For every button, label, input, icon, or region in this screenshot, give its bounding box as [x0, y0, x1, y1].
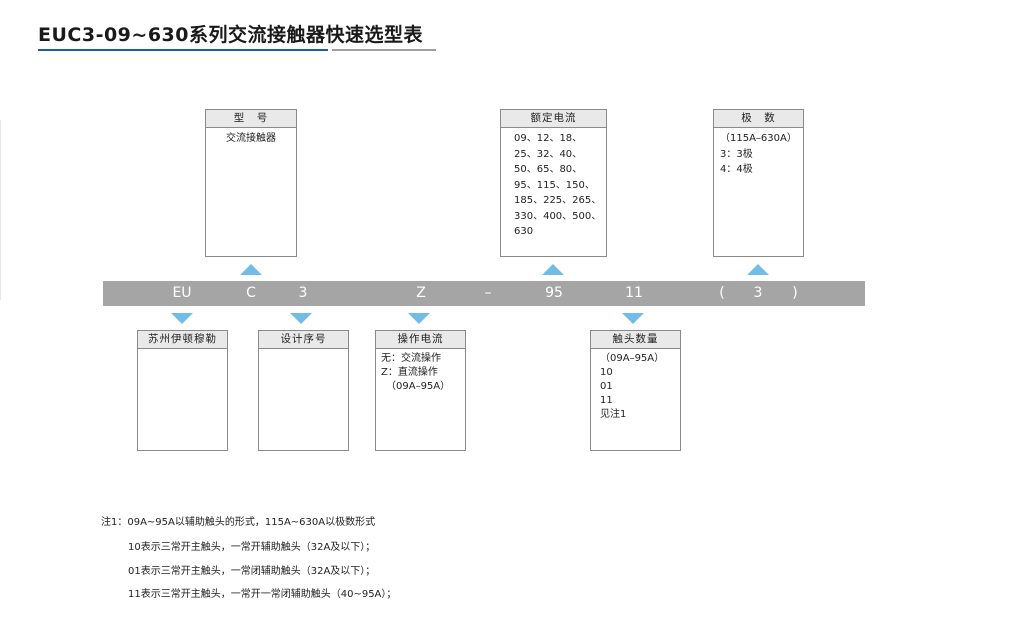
- poles-line: 4：4极: [720, 164, 753, 175]
- code-segment-paren-open: (: [719, 285, 725, 301]
- code-segment-dash: –: [484, 285, 492, 301]
- operation-current-box-header: 操作电流: [376, 331, 465, 349]
- page-title: EUC3-09~630系列交流接触器快速选型表: [38, 24, 423, 46]
- code-segment-current: 95: [545, 285, 563, 301]
- design-no-box: 设计序号: [258, 330, 349, 451]
- brand-box: 苏州伊顿穆勒: [137, 330, 228, 451]
- arrow-down-icon: [408, 313, 430, 324]
- rated-current-box-body: 09、12、18、 25、32、40、 50、65、80、 95、115、150…: [501, 128, 606, 243]
- brand-box-header: 苏州伊顿穆勒: [138, 331, 227, 349]
- contact-count-line: 01: [600, 381, 613, 392]
- operation-current-line: Z：直流操作: [381, 367, 438, 378]
- code-segment-brand: EU: [172, 285, 192, 301]
- note-line: 10表示三常开主触头，一常开辅助触头（32A及以下）；: [128, 542, 376, 553]
- contact-count-line: 见注1: [600, 409, 627, 420]
- rated-current-line: 330、400、500、: [514, 210, 602, 222]
- note-line: 01表示三常开主触头，一常闭辅助触头（32A及以下）；: [128, 566, 376, 577]
- title-underline-primary: [38, 49, 328, 51]
- poles-line: 3：3极: [720, 148, 753, 160]
- rated-current-line: 25、32、40、: [514, 148, 583, 160]
- poles-line: （115A–630A）: [720, 133, 797, 144]
- rated-current-line: 09、12、18、: [514, 133, 583, 144]
- model-code-bar: EU C 3 Z – 95 11 ( 3 ): [103, 281, 865, 306]
- arrow-up-icon: [747, 264, 769, 275]
- code-segment-poles: 3: [753, 285, 763, 301]
- rated-current-box-header: 额定电流: [501, 110, 606, 128]
- arrow-down-icon: [171, 313, 193, 324]
- poles-box-body: （115A–630A） 3：3极 4：4极: [714, 128, 803, 181]
- contact-count-box-header: 触头数量: [591, 331, 680, 349]
- operation-current-box: 操作电流 无：交流操作 Z：直流操作 （09A–95A）: [375, 330, 466, 451]
- rated-current-line: 95、115、150、: [514, 179, 595, 191]
- rated-current-line: 185、225、265、: [514, 195, 602, 206]
- contact-count-box: 触头数量 （09A–95A） 10 01 11 见注1: [590, 330, 681, 451]
- rated-current-line: 630: [514, 226, 534, 237]
- code-segment-design: 3: [298, 285, 308, 301]
- poles-box: 极 数 （115A–630A） 3：3极 4：4极: [713, 109, 804, 257]
- model-box-header: 型 号: [206, 110, 296, 128]
- note-line: 11表示三常开主触头，一常开一常闭辅助触头（40~95A）；: [128, 589, 397, 600]
- arrow-up-icon: [240, 264, 262, 275]
- contact-count-line: 10: [600, 367, 613, 378]
- poles-box-header: 极 数: [714, 110, 803, 128]
- operation-current-line: 无：交流操作: [381, 353, 441, 364]
- design-no-box-header: 设计序号: [259, 331, 348, 349]
- model-box-body: 交流接触器: [206, 128, 296, 150]
- rated-current-box: 额定电流 09、12、18、 25、32、40、 50、65、80、 95、11…: [500, 109, 607, 257]
- note-line: 注1：09A~95A以辅助触头的形式，115A~630A以极数形式: [101, 517, 376, 528]
- rated-current-line: 50、65、80、: [514, 164, 583, 175]
- arrow-down-icon: [290, 313, 312, 324]
- code-segment-operation: Z: [416, 285, 426, 301]
- arrow-down-icon: [622, 313, 644, 324]
- code-segment-type: C: [246, 285, 256, 301]
- page-edge-divider: [0, 120, 1, 300]
- contact-count-line: 11: [600, 395, 613, 406]
- operation-current-box-body: 无：交流操作 Z：直流操作 （09A–95A）: [376, 349, 465, 397]
- code-segment-paren-close: ): [792, 285, 798, 301]
- title-underline-secondary: [332, 49, 436, 51]
- code-segment-contacts: 11: [625, 285, 643, 301]
- model-box: 型 号 交流接触器: [205, 109, 297, 257]
- contact-count-box-body: （09A–95A） 10 01 11 见注1: [591, 349, 680, 425]
- contact-count-line: （09A–95A）: [600, 353, 665, 364]
- operation-current-line: （09A–95A）: [381, 381, 451, 392]
- arrow-up-icon: [542, 264, 564, 275]
- model-box-line: 交流接触器: [226, 133, 276, 144]
